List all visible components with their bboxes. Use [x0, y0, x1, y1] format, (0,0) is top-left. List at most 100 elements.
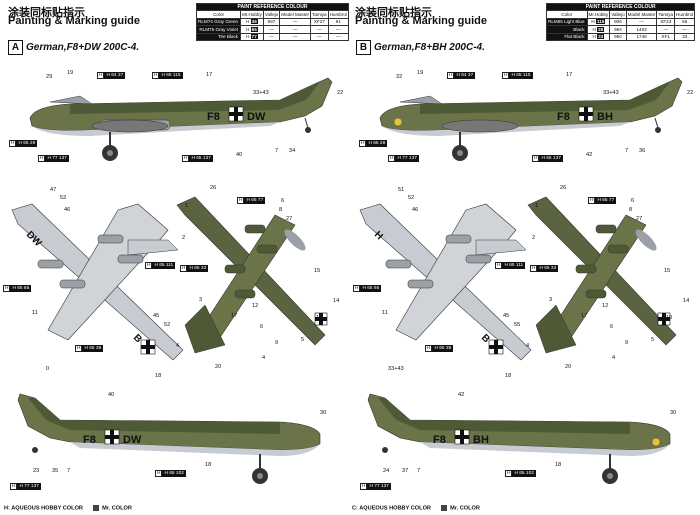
callout-number: 5	[301, 337, 305, 343]
callout-number: 6	[610, 324, 614, 330]
callout-number: 3	[199, 297, 203, 303]
callout-number: 15	[314, 268, 321, 274]
fuselage-code-left-a: F8	[207, 111, 220, 123]
callout-number: 18	[555, 462, 562, 468]
col-vallejo: Vallejo	[262, 10, 281, 19]
footer-prefix: C:	[352, 505, 358, 511]
footer-legend-left: H: AQUEOUS HOBBY COLOR Mr. COLOR	[4, 504, 132, 511]
variant-badge-a: A	[8, 40, 23, 55]
variant-label-text: German,F8+DW 200C-4.	[26, 42, 140, 53]
balkenkreuz-top-right	[657, 312, 671, 326]
callout-number: 10	[316, 315, 323, 321]
callout-number: 47	[50, 187, 57, 193]
callout-number: 14	[333, 298, 340, 304]
callout-number: 14	[683, 298, 690, 304]
top-view-left	[176, 196, 328, 354]
callout-number: 18	[205, 462, 212, 468]
callout-number: 46	[412, 207, 419, 213]
callout-number: 7	[417, 468, 421, 474]
side-view-aircraft-left: F8 DW	[29, 77, 333, 161]
col-vallejo: Vallejo	[609, 10, 627, 19]
nose-emblem	[651, 437, 661, 447]
footer-label: AQUEOUS HOBBY COLOR	[11, 505, 83, 511]
footer-prefix: H:	[4, 505, 10, 511]
callout-number: 7	[275, 148, 279, 154]
balkenkreuz-underside-left	[140, 339, 156, 355]
paint-table-right: PAINT REFERENCE COLOUR Color Mr.Hobby Va…	[545, 2, 696, 41]
callout-number: 35	[52, 468, 59, 474]
fuselage-code-left-2b: DW	[123, 434, 142, 446]
callout-number: 11	[32, 310, 38, 316]
header-cn-left: 涂装同标贴指示	[8, 7, 85, 19]
callout-number: 55	[514, 322, 521, 328]
callout-number: 4	[176, 343, 180, 349]
col-humbrol: Humbrol	[674, 10, 696, 19]
callout-number: 45	[153, 313, 160, 319]
callout-number: 27	[636, 216, 643, 222]
table-row: Tire Black H 77 — — — —	[195, 32, 349, 41]
callout-number: 52	[60, 195, 67, 201]
square-icon	[92, 504, 99, 511]
callout-number: 5	[651, 337, 655, 343]
callout-number: 4	[262, 355, 266, 361]
callout-number: 12	[602, 303, 609, 309]
callout-number: 42	[458, 392, 465, 398]
nose-emblem	[393, 117, 403, 127]
underside-code-right: H	[372, 229, 385, 242]
footer-label: Mr. COLOR	[102, 505, 132, 511]
callout-number: 7	[625, 148, 629, 154]
callout-number: 22	[337, 90, 344, 96]
underside-view-left: DW B	[11, 203, 184, 361]
callout-number: 33+43	[388, 366, 404, 372]
variant-badge-b: B	[356, 40, 371, 55]
callout-number: 26	[560, 185, 567, 191]
fuselage-code-right-a: F8	[557, 111, 570, 123]
callout-number: 6	[631, 198, 635, 204]
fuselage-code-left-2a: F8	[83, 434, 96, 446]
callout-number: 42	[586, 152, 593, 158]
callout-number: 22	[687, 90, 694, 96]
side-view-aircraft-right-2: F8 BH	[367, 393, 671, 484]
col-tamiya: Tamiya	[310, 10, 329, 19]
table-row: RLM74 Gray Green H 36 897 — XF27 91	[195, 17, 349, 27]
callout-number: 27	[286, 216, 293, 222]
table-row: RLM75 Gray Violet H 65 — — — —	[195, 25, 349, 34]
fuselage-code-right-b: BH	[597, 111, 613, 123]
side-view-aircraft-left-2: F8 DW	[17, 393, 321, 484]
balkenkreuz-side-right-2	[454, 429, 470, 445]
callout-number: 2	[532, 235, 536, 241]
balkenkreuz-side-left-2	[104, 429, 120, 445]
balkenkreuz-side-right	[578, 106, 594, 122]
col-model-master: Model Master	[279, 10, 312, 19]
callout-number: 30	[670, 410, 677, 416]
balkenkreuz-side-left	[228, 106, 244, 122]
callout-number: 52	[408, 195, 415, 201]
top-view-right	[527, 196, 677, 354]
callout-number: 36	[639, 148, 646, 154]
callout-number: 23	[33, 468, 40, 474]
callout-number: 1	[185, 203, 189, 209]
callout-number: 0	[46, 366, 50, 372]
callout-number: 26	[210, 185, 217, 191]
col-mrhobby: Mr.Hobby	[586, 10, 611, 19]
callout-number: 17	[231, 313, 238, 319]
fuselage-code-right-2a: F8	[433, 434, 446, 446]
callout-number: 34	[289, 148, 296, 154]
callout-number: 30	[320, 410, 327, 416]
callout-number: 19	[67, 70, 74, 76]
